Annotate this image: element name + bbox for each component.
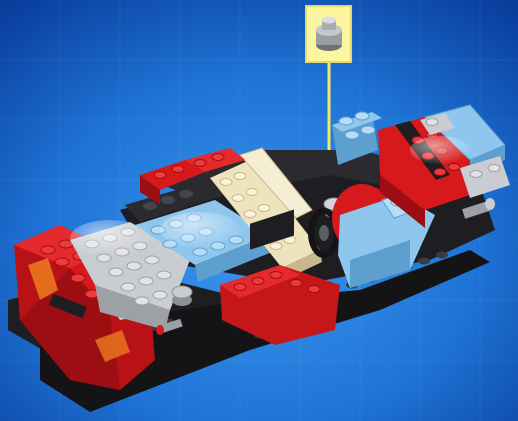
build-step-svg bbox=[0, 0, 518, 421]
instruction-illustration bbox=[0, 0, 518, 421]
